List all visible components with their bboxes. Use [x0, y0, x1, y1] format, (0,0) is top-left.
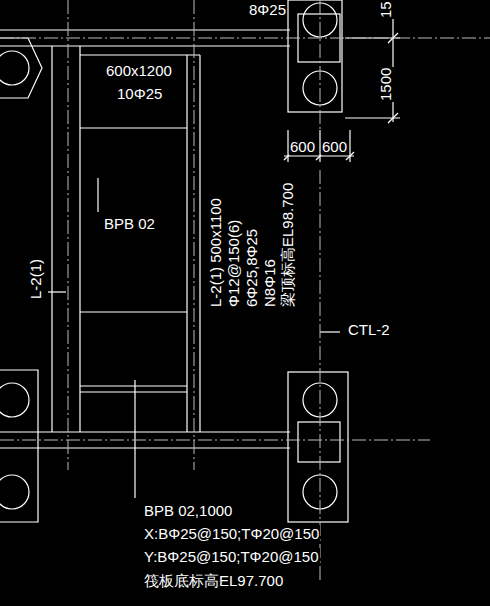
dimension: 600: [289, 138, 316, 155]
beam-size: 600x1200: [105, 62, 173, 79]
rebar-label: Y:BΦ25@150;TΦ20@150: [143, 548, 320, 565]
dimension: 600: [321, 138, 348, 155]
rebar-label: Φ12@150(6): [225, 219, 242, 308]
rebar-label: 6Φ25,8Φ25: [243, 228, 260, 308]
slab-label: BPB 02,1000: [143, 502, 233, 519]
slab-label: BPB 02: [103, 215, 156, 232]
rebar-label: 8Φ25: [248, 1, 287, 18]
rebar-label: N8Φ16: [261, 258, 278, 308]
pile-cap-label: CTL-2: [347, 321, 391, 338]
dimension: 15: [377, 0, 394, 19]
beam-label: L-2(1) 500x1100: [207, 197, 224, 308]
beam-label: L-2(1): [27, 258, 44, 300]
rebar-label: 10Φ25: [116, 85, 163, 102]
dimension: 1500: [377, 67, 394, 102]
rebar-label: X:BΦ25@150;TΦ20@150: [143, 525, 320, 542]
elevation-note: 梁顶标高EL98.700: [279, 182, 296, 308]
elevation-note: 筏板底标高EL97.700: [143, 572, 284, 589]
